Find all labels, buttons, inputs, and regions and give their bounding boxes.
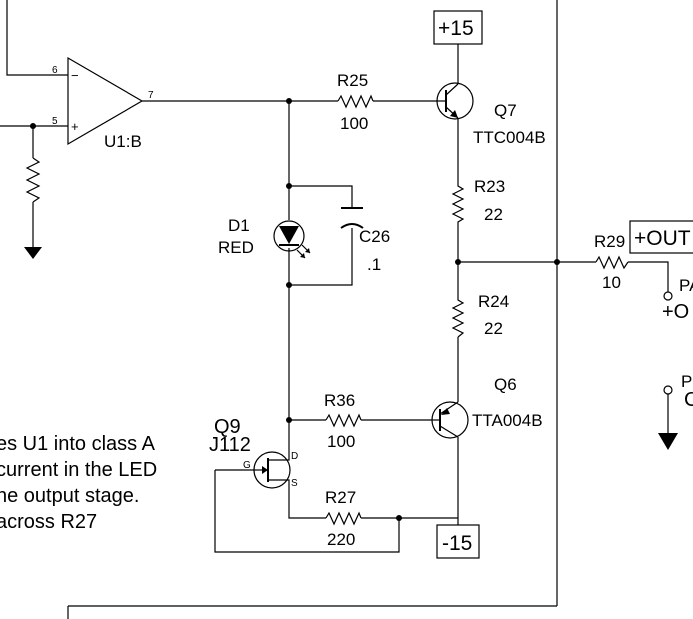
d1-value-label: RED [218,238,254,257]
transistor-q9: G D S Q9 J112 [209,416,298,490]
r24-value-label: 22 [484,319,503,338]
r27-value-label: 220 [327,530,355,549]
r23-value-label: 22 [484,205,503,224]
r36-ref-label: R36 [324,391,355,410]
r24-ref-label: R24 [478,292,509,311]
output-partial-label-2: +O [662,301,689,323]
r27-ref-label: R27 [325,488,356,507]
opamp-pin-out-number: 7 [148,90,154,101]
opamp-minus-symbol: − [71,68,79,83]
opamp-plus-symbol: + [71,119,79,134]
r36-value-label: 100 [327,432,355,451]
ground-partial-label-1: P [681,372,692,391]
resistor-r36: R36 100 [324,391,362,451]
wires [0,0,669,619]
rail-negative-label: -15 [442,532,472,555]
input-resistor-left [25,157,41,203]
q9-ref-label: Q9 [214,416,241,438]
resistor-r29: R29 10 [594,232,629,292]
q9-part-label: J112 [209,434,251,456]
r29-value-label: 10 [602,273,621,292]
c26-value-label: .1 [367,255,381,274]
q6-part-label: TTA004B [472,411,543,430]
ground-partial-label-2: C [684,389,693,411]
r23-ref-label: R23 [474,177,505,196]
ground-port-right: P C [658,372,693,450]
c26-ref-label: C26 [359,227,390,246]
design-note: es U1 into class A current in the LED he… [0,433,157,533]
note-line-2: current in the LED [0,459,157,481]
note-line-1: es U1 into class A [0,433,156,455]
opamp-pin-minus-number: 6 [52,65,58,76]
resistor-r27: R27 220 [325,488,362,549]
rail-negative: -15 [436,524,480,559]
capacitor-c26: C26 .1 [340,207,390,274]
ground-symbol-right [658,433,678,450]
led-d1: D1 RED [218,216,311,259]
resistor-r25: R25 100 [337,71,374,133]
resistor-r23: R23 22 [451,177,505,232]
transistor-q7: Q7 TTC004B [436,82,546,147]
rail-positive-label: +15 [438,17,474,40]
output-port: +OUT PA +O [629,220,693,323]
r25-ref-label: R25 [337,71,368,90]
note-line-3: he output stage. [0,485,139,507]
q7-part-label: TTC004B [473,128,546,147]
output-label: +OUT [634,227,691,250]
junction-dots [30,98,560,521]
rail-positive: +15 [433,10,483,45]
note-line-4: across R27 [0,511,97,533]
opamp-ref-label: U1:B [104,132,142,151]
q9-pin-s: S [291,478,298,489]
opamp-pin-plus-number: 5 [52,116,58,127]
r29-ref-label: R29 [594,232,625,251]
d1-ref-label: D1 [228,216,250,235]
q9-pin-d: D [291,451,298,462]
resistor-r24: R24 22 [451,292,509,338]
ground-symbol-left [24,247,42,259]
opamp-u1b: 6 5 7 − + U1:B [52,56,154,151]
q7-ref-label: Q7 [494,101,517,120]
r25-value-label: 100 [340,114,368,133]
output-partial-label-1: PA [679,276,693,295]
q9-pin-g: G [243,460,251,471]
q6-ref-label: Q6 [494,375,517,394]
transistor-q6: Q6 TTA004B [431,375,543,439]
